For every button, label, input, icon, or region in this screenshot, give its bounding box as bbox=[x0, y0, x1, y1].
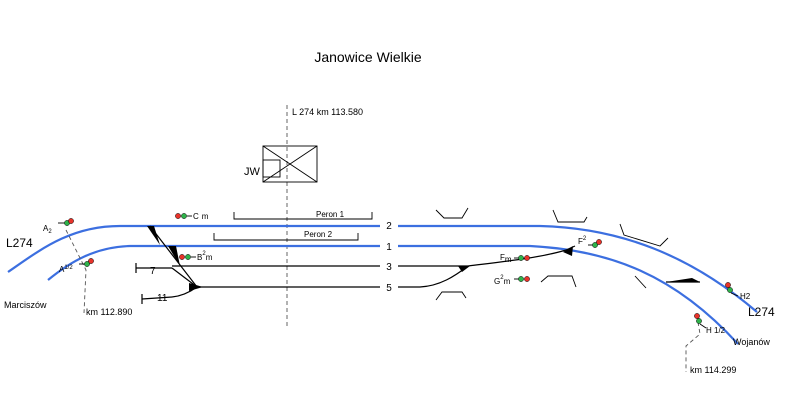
switch-left-diagonal bbox=[149, 225, 198, 288]
signal-cm bbox=[175, 213, 192, 219]
ramp-4 bbox=[435, 291, 467, 301]
ramp-5 bbox=[540, 275, 577, 288]
platform-2-edge bbox=[213, 233, 359, 241]
signal-h12-label: H 1/2 bbox=[706, 326, 726, 335]
station-building-label: JW bbox=[244, 166, 261, 178]
ramp-6 bbox=[634, 275, 647, 289]
km-right-marker bbox=[685, 321, 701, 372]
signal-b2m-label: B2m bbox=[197, 251, 213, 262]
station-building bbox=[262, 145, 318, 183]
signal-b2m bbox=[179, 254, 196, 260]
ramp-3 bbox=[619, 223, 669, 247]
km-left-label: km 112.890 bbox=[86, 307, 132, 317]
siding-11-number: 11 bbox=[157, 293, 168, 304]
km-left-marker bbox=[65, 229, 87, 314]
switch-triangle-1 bbox=[147, 226, 160, 245]
switch-triangle-3 bbox=[189, 283, 203, 291]
track-5-right bbox=[398, 265, 469, 288]
switch-triangle-4 bbox=[458, 266, 470, 272]
signal-h2 bbox=[725, 282, 739, 297]
signal-f2 bbox=[588, 239, 602, 248]
signal-a2-label: A2 bbox=[43, 224, 52, 235]
platform-1-edge bbox=[233, 212, 373, 220]
signal-f2-label: F2 bbox=[578, 236, 587, 246]
track-1-right bbox=[398, 244, 739, 345]
station-axis-label: L 274 km 113.580 bbox=[292, 107, 363, 117]
line-label-left: L274 bbox=[6, 236, 33, 250]
switch-triangle-5 bbox=[563, 246, 573, 256]
track-5-number: 5 bbox=[386, 283, 392, 294]
signal-fm-label: Fm bbox=[500, 253, 512, 264]
track-1-left bbox=[47, 244, 380, 281]
km-right-label: km 114.299 bbox=[690, 365, 736, 375]
signal-g2m bbox=[514, 276, 530, 282]
signal-a12 bbox=[79, 258, 94, 267]
signal-h2-label: H2 bbox=[740, 292, 751, 301]
siding-7-curve bbox=[171, 267, 198, 288]
signal-a2 bbox=[58, 218, 74, 226]
signal-g2m-label: G2m bbox=[494, 275, 511, 286]
siding-11 bbox=[141, 296, 173, 300]
direction-right: Wojanów bbox=[733, 337, 770, 347]
signal-h12 bbox=[694, 313, 707, 329]
line-label-right: L274 bbox=[748, 305, 775, 319]
siding-7-number: 7 bbox=[150, 266, 156, 277]
ramp-2 bbox=[552, 209, 588, 223]
ramp-1 bbox=[435, 207, 469, 219]
platform-2-label: Peron 2 bbox=[304, 230, 333, 239]
switch-triangle-6 bbox=[666, 278, 700, 282]
track-3-number: 3 bbox=[386, 262, 392, 273]
track-1-number: 1 bbox=[386, 242, 392, 253]
platform-1-label: Peron 1 bbox=[316, 210, 345, 219]
signal-fm bbox=[514, 255, 530, 261]
station-title: Janowice Wielkie bbox=[314, 49, 422, 65]
direction-left: Marciszów bbox=[4, 300, 47, 310]
track-2-left bbox=[7, 224, 380, 273]
signal-a12-label: A1/2 bbox=[59, 265, 73, 274]
switch-triangle-2 bbox=[168, 246, 180, 266]
track-2-number: 2 bbox=[386, 221, 392, 232]
